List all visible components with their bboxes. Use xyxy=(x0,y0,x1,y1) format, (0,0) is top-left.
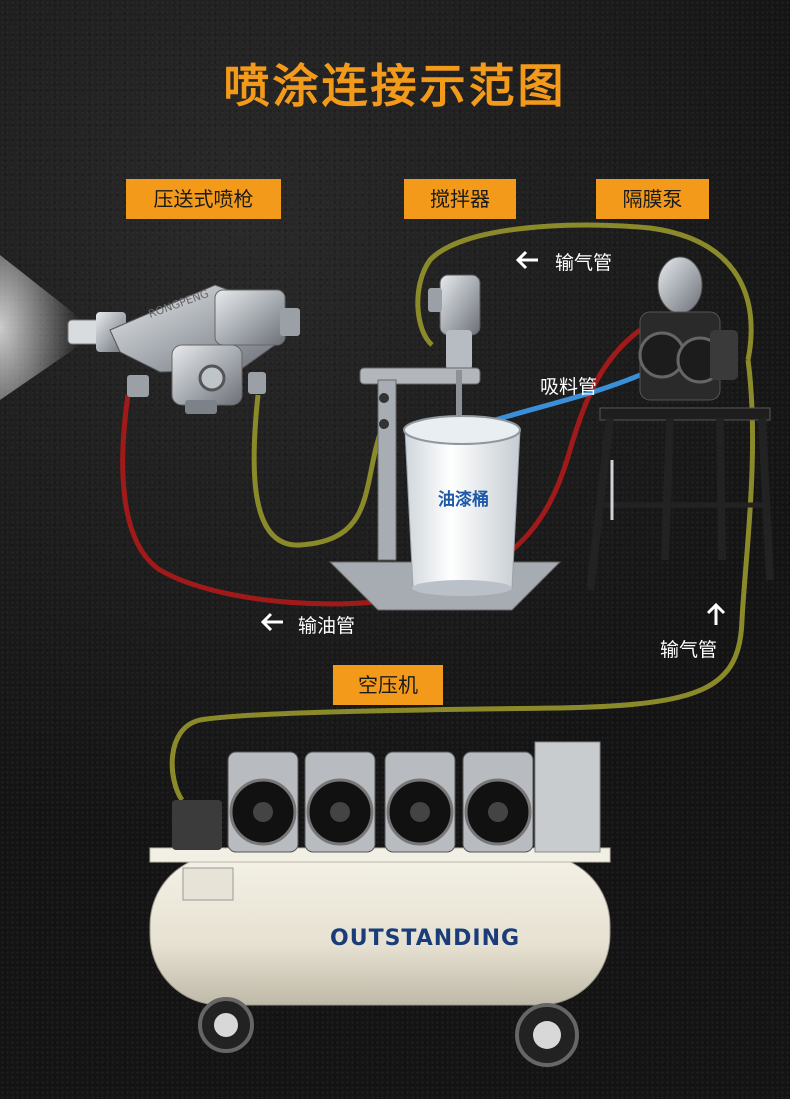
label-spray-gun: 压送式喷枪 xyxy=(126,179,281,219)
pipe-label-air-right: 输气管 xyxy=(660,639,718,661)
spray-mist xyxy=(0,255,80,400)
bucket-label: 油漆桶 xyxy=(438,490,489,510)
pipe-label-oil: 输油管 xyxy=(298,615,356,637)
pipe-label-air-top: 输气管 xyxy=(555,252,613,274)
pipe-label-suction: 吸料管 xyxy=(540,376,598,398)
spray-gun: RONGPENG xyxy=(67,284,300,414)
motor-unit-4 xyxy=(462,751,534,853)
arrow-oil xyxy=(260,612,283,632)
label-compressor: 空压机 xyxy=(333,665,443,705)
page-title: 喷涂连接示范图 xyxy=(223,59,567,113)
arrow-air-top xyxy=(515,250,538,270)
motor-unit-2 xyxy=(304,751,376,853)
air-hose-gun xyxy=(251,394,388,548)
air-hose-compressor xyxy=(169,359,756,802)
brand-logo: OUTSTANDING xyxy=(330,926,521,951)
paint-bucket xyxy=(403,415,521,596)
motor-unit-3 xyxy=(384,751,456,853)
motor-unit-1 xyxy=(227,751,299,853)
air-hose-top xyxy=(415,222,754,361)
diaphragm-pump xyxy=(586,256,774,591)
arrow-air-right xyxy=(706,602,726,625)
air-compressor xyxy=(149,741,611,1067)
label-diaphragm-pump: 隔膜泵 xyxy=(596,179,709,219)
label-mixer: 搅拌器 xyxy=(404,179,516,219)
